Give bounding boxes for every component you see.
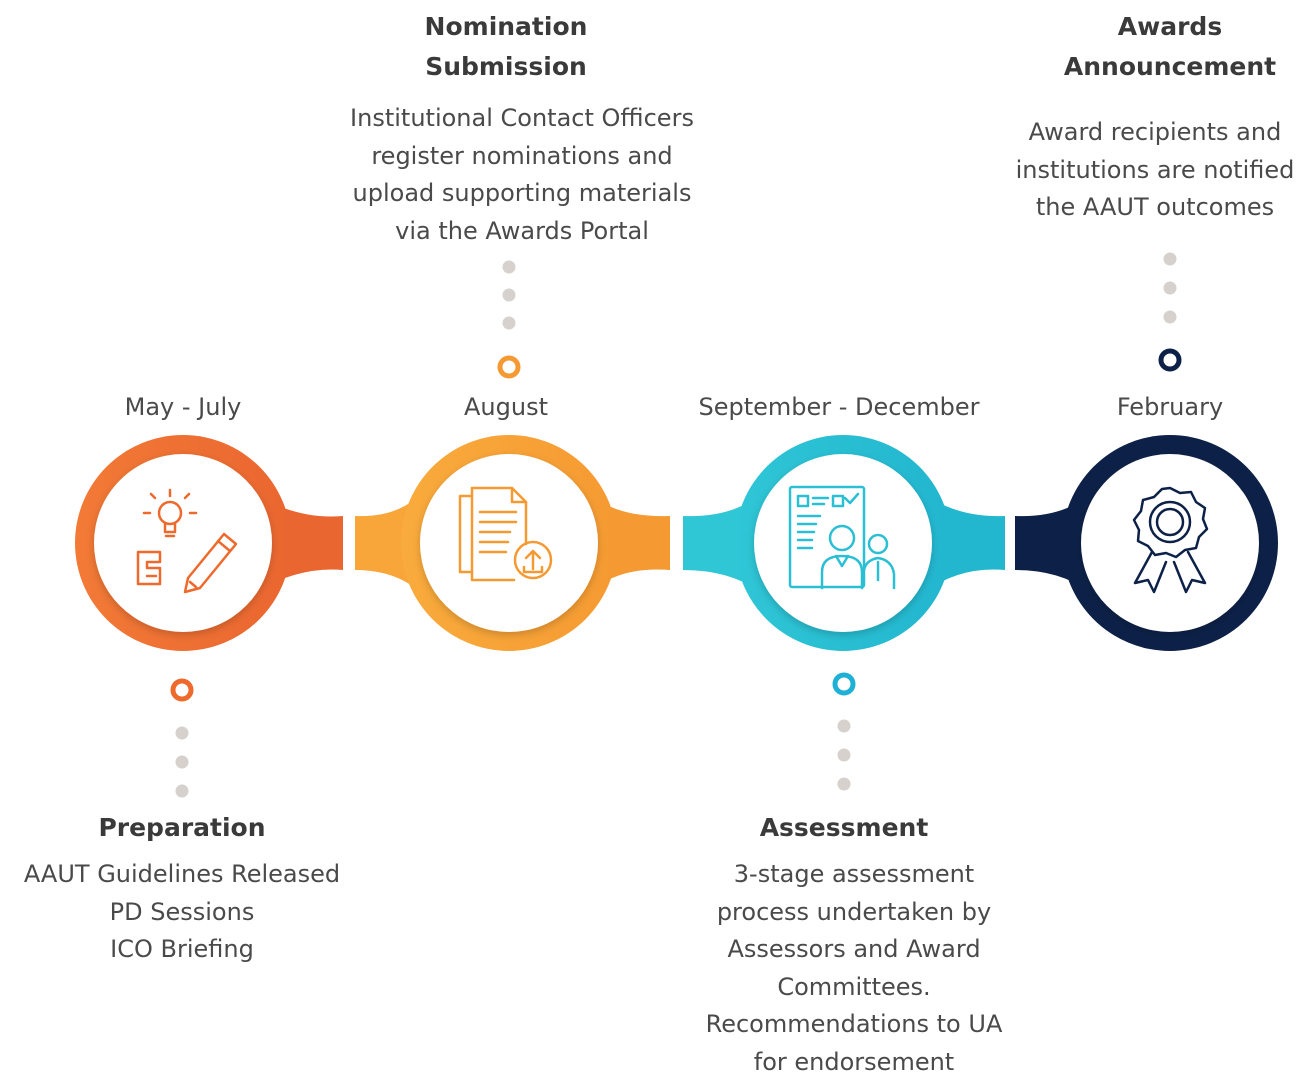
description-line: Award recipients and xyxy=(1000,114,1310,152)
description-line: AAUT Guidelines Released xyxy=(2,856,362,894)
title-line: Nomination xyxy=(356,7,656,47)
title-line: Awards xyxy=(1040,7,1300,47)
title-line: Assessment xyxy=(694,808,994,848)
stage-description-announcement: Award recipients and institutions are no… xyxy=(1000,114,1310,227)
description-line: Recommendations to UA xyxy=(674,1006,1034,1044)
stage-title-nomination: Nomination Submission xyxy=(356,7,656,87)
dots-preparation xyxy=(173,681,191,798)
stage-description-nomination: Institutional Contact Officers register … xyxy=(312,100,732,250)
marker-ring-announcement xyxy=(1161,351,1179,369)
stage-title-announcement: Awards Announcement xyxy=(1040,7,1300,87)
stage-date-announcement: February xyxy=(1070,392,1270,422)
marker-ring-nomination xyxy=(500,358,518,376)
description-line: process undertaken by xyxy=(674,894,1034,932)
stage-title-preparation: Preparation xyxy=(32,808,332,848)
stage-circle-nomination xyxy=(401,435,617,651)
description-line: Committees. xyxy=(674,969,1034,1007)
title-line: Submission xyxy=(356,47,656,87)
stage-description-assessment: 3-stage assessment process undertaken by… xyxy=(674,856,1034,1081)
dots-assessment xyxy=(835,675,853,791)
description-line: PD Sessions xyxy=(2,894,362,932)
title-line: Preparation xyxy=(32,808,332,848)
title-line: Announcement xyxy=(1040,47,1300,87)
dots-nomination xyxy=(500,261,518,377)
description-line: Institutional Contact Officers xyxy=(312,100,732,138)
stage-date-assessment: September - December xyxy=(679,392,999,422)
marker-ring-preparation xyxy=(173,681,191,699)
marker-ring-assessment xyxy=(835,675,853,693)
description-line: for endorsement xyxy=(674,1044,1034,1081)
stage-circle-preparation xyxy=(75,435,291,651)
stage-title-assessment: Assessment xyxy=(694,808,994,848)
description-line: via the Awards Portal xyxy=(312,213,732,251)
stage-circle-assessment xyxy=(735,435,951,651)
description-line: 3-stage assessment xyxy=(674,856,1034,894)
stage-description-preparation: AAUT Guidelines Released PD Sessions ICO… xyxy=(2,856,362,969)
stage-date-preparation: May - July xyxy=(83,392,283,422)
stage-date-nomination: August xyxy=(406,392,606,422)
description-line: Assessors and Award xyxy=(674,931,1034,969)
description-line: the AAUT outcomes xyxy=(1000,189,1310,227)
description-line: register nominations and xyxy=(312,138,732,176)
dots-announcement xyxy=(1161,253,1179,370)
description-line: institutions are notified xyxy=(1000,152,1310,190)
description-line: upload supporting materials xyxy=(312,175,732,213)
description-line: ICO Briefing xyxy=(2,931,362,969)
